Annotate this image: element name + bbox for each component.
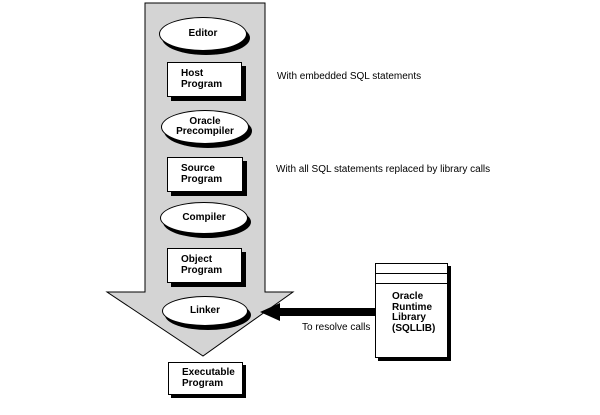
node-oracle-precompiler: Oracle Precompiler [161, 110, 249, 144]
oracle-runtime-library-label: Oracle Runtime Library (SQLLIB) [392, 291, 436, 334]
node-object-program-label: Object Program [181, 254, 223, 276]
annotation-embedded-sql: With embedded SQL statements [277, 71, 422, 82]
node-executable-program-label: Executable Program [182, 367, 235, 389]
node-compiler: Compiler [160, 202, 248, 234]
node-object-program: Object Program [167, 248, 242, 283]
library-divider-line-bottom [376, 283, 447, 284]
node-source-program: Source Program [167, 157, 243, 192]
node-linker-label: Linker [189, 304, 220, 316]
node-linker: Linker [162, 296, 248, 326]
resolve-calls-left-arrow-icon [260, 303, 375, 321]
node-host-program: Host Program [167, 62, 242, 97]
oracle-runtime-library-box: Oracle Runtime Library (SQLLIB) [375, 263, 448, 358]
node-source-program-label: Source Program [181, 163, 223, 185]
library-divider-line-top [376, 273, 447, 274]
annotation-resolve-calls: To resolve calls [302, 322, 371, 333]
node-editor-label: Editor [188, 27, 218, 39]
node-editor: Editor [159, 17, 247, 51]
node-oracle-precompiler-label: Oracle Precompiler [176, 115, 234, 137]
node-host-program-label: Host Program [181, 68, 223, 90]
node-compiler-label: Compiler [182, 211, 226, 223]
annotation-replaced-sql: With all SQL statements replaced by libr… [276, 164, 491, 175]
node-executable-program: Executable Program [168, 362, 243, 395]
